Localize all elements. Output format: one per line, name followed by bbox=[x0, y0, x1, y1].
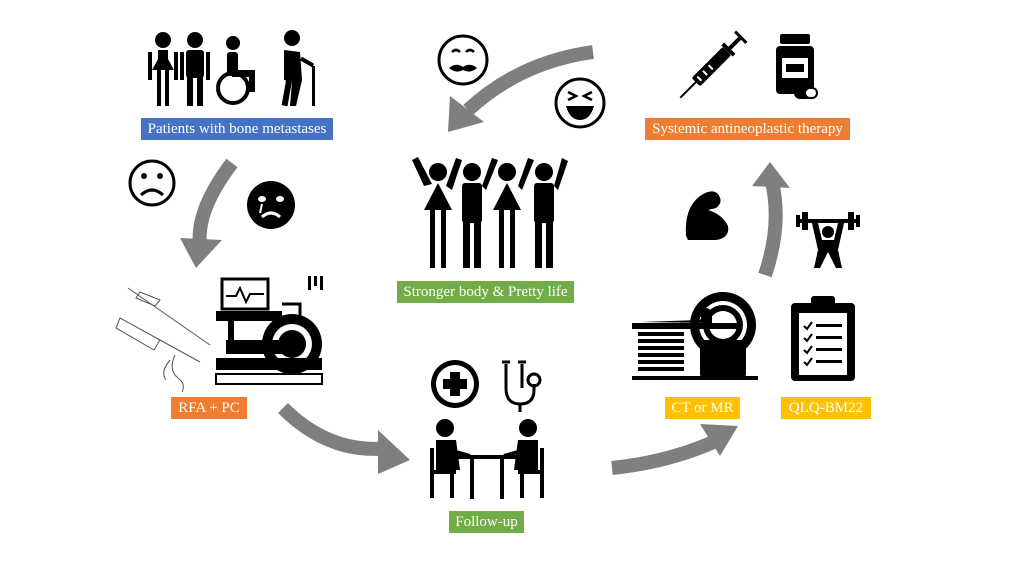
ct-scanner-icon bbox=[632, 292, 758, 380]
celebrating-people-icon bbox=[412, 157, 568, 268]
stronger-body-label: Stronger body & Pretty life bbox=[397, 281, 574, 303]
arrow-patients-to-rfa bbox=[180, 158, 238, 268]
capsule-icon bbox=[794, 87, 818, 99]
qlq-bm22-label: QLQ-BM22 bbox=[781, 397, 871, 419]
pill-bottle-icon bbox=[776, 34, 814, 94]
consultation-table-icon bbox=[430, 419, 544, 499]
stethoscope-icon bbox=[502, 360, 542, 412]
follow-up-label: Follow-up bbox=[449, 511, 524, 533]
syringe-icon bbox=[679, 30, 748, 99]
ablation-machine-icon bbox=[215, 276, 323, 385]
ct-mr-label: CT or MR bbox=[665, 397, 740, 419]
laughing-face-icon bbox=[554, 77, 606, 129]
crying-face-icon bbox=[247, 181, 295, 229]
systemic-therapy-label: Systemic antineoplastic therapy bbox=[645, 118, 850, 140]
arrow-systemic-to-stronger bbox=[448, 45, 594, 132]
arrow-followup-to-ct bbox=[611, 424, 738, 475]
needle-sketch-icon bbox=[115, 287, 211, 393]
weightlifter-icon bbox=[796, 212, 860, 268]
sad-face-icon bbox=[128, 159, 176, 207]
people-group-icon bbox=[148, 30, 315, 107]
patients-label: Patients with bone metastases bbox=[141, 118, 333, 140]
arrow-qlq-to-systemic bbox=[752, 162, 790, 278]
arrow-rfa-to-followup bbox=[278, 402, 410, 474]
clipboard-checklist-icon bbox=[791, 296, 855, 381]
mustache-face-icon bbox=[437, 34, 489, 86]
muscle-arm-icon bbox=[685, 191, 729, 240]
medical-cross-icon bbox=[431, 360, 479, 408]
rfa-pc-label: RFA + PC bbox=[171, 397, 247, 419]
